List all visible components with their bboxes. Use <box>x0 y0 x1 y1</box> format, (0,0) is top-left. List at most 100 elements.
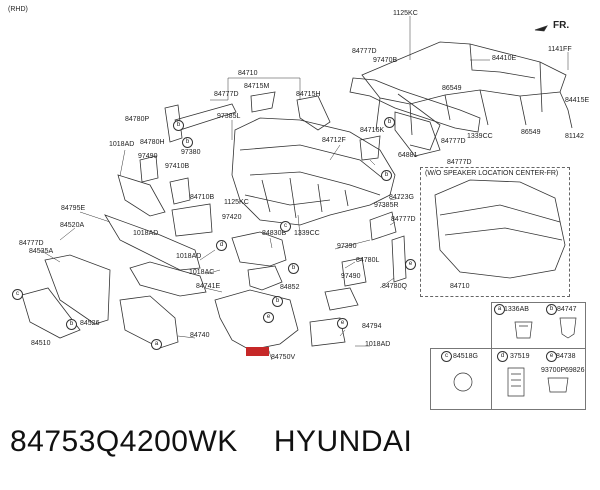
reference-letter-circle: b <box>384 117 395 128</box>
part-callout: 1018AD <box>109 141 135 148</box>
part-callout: 1125KC <box>224 199 249 206</box>
part-callout: 84780Q <box>382 283 407 290</box>
part-callout: 1125KC <box>393 10 418 17</box>
part-callout: 97470B <box>373 57 398 64</box>
reference-letter-circle: b <box>66 319 77 330</box>
part-callout: 84747 <box>557 306 577 313</box>
clip-84747-icon <box>559 317 577 339</box>
part-callout: 84710 <box>238 70 258 77</box>
part-callout: 84535A <box>29 248 54 255</box>
clip-93700p-icon <box>547 377 569 393</box>
part-callout: 84520A <box>60 222 85 229</box>
part-callout: 84777D <box>447 159 472 166</box>
part-callout: 86549 <box>521 129 541 136</box>
part-callout: 84710B <box>190 194 215 201</box>
reference-letter-circle: c <box>441 351 452 362</box>
part-callout: 84510 <box>31 340 51 347</box>
part-callout: 1018AD <box>176 253 202 260</box>
reference-letter-circle: a <box>151 339 162 350</box>
part-callout: 64881 <box>398 152 418 159</box>
part-callout: 84794 <box>362 323 382 330</box>
part-callout: 1018AD <box>133 230 159 237</box>
part-callout: 97410B <box>165 163 190 170</box>
part-callout: 1018AC <box>189 269 215 276</box>
part-callout: 37519 <box>510 353 530 360</box>
part-callout: 97390 <box>337 243 357 250</box>
part-caption: 84753Q4200WK HYUNDAI <box>10 425 412 459</box>
part-callout: 1018AD <box>365 341 391 348</box>
reference-letter-circle: e <box>405 259 416 270</box>
reference-letter-circle: d <box>216 240 227 251</box>
part-callout: 97380 <box>181 149 201 156</box>
part-callout: 84852 <box>280 284 300 291</box>
part-callout: 1141FF <box>548 46 572 53</box>
clip-1336ab-icon <box>514 321 533 339</box>
inset-title: (W/O SPEAKER LOCATION CENTER-FR) <box>425 170 559 177</box>
part-callout: 84777D <box>214 91 239 98</box>
part-callout: 84750V <box>271 354 296 361</box>
highlighted-part-marker <box>246 347 269 356</box>
part-callout: 84710 <box>450 283 470 290</box>
cowl-cross-bar <box>361 41 567 105</box>
part-callout: 84780P <box>125 116 150 123</box>
part-callout: 1339CC <box>294 230 320 237</box>
part-callout: 69826 <box>565 367 585 374</box>
part-callout: 1336AB <box>504 306 529 313</box>
speaker-variant-inset: (W/O SPEAKER LOCATION CENTER-FR) <box>420 167 570 297</box>
part-callout: 97490 <box>341 273 361 280</box>
part-callout: 84715H <box>296 91 321 98</box>
part-callout: 84738 <box>556 353 576 360</box>
crash-pad-main <box>231 117 396 226</box>
part-callout: 84777D <box>352 48 377 55</box>
reference-letter-circle: b <box>182 137 193 148</box>
reference-letter-circle: b <box>173 120 184 131</box>
part-callout: 84518G <box>453 353 478 360</box>
part-callout: 84716K <box>360 127 385 134</box>
reference-letter-circle: c <box>280 221 291 232</box>
part-callout: 84415E <box>565 97 590 104</box>
part-callout: 97385R <box>374 202 399 209</box>
inset-crash-pad <box>434 179 566 279</box>
part-callout: 84723G <box>389 194 414 201</box>
hardware-legend-bottom <box>430 348 586 410</box>
exploded-view-drawing <box>21 16 577 397</box>
part-callout: 84712F <box>322 137 346 144</box>
front-direction-label: FR. <box>553 20 570 31</box>
reference-letter-circle: d <box>497 351 508 362</box>
part-callout: 84715M <box>244 83 270 90</box>
part-number: 84753Q4200WK <box>10 425 238 458</box>
part-callout: 84741E <box>196 283 221 290</box>
part-callout: 84830B <box>262 230 287 237</box>
steering-side-label: (RHD) <box>8 6 28 13</box>
brand-name: HYUNDAI <box>273 425 413 458</box>
pad-37519-icon <box>507 367 525 397</box>
reference-letter-circle: c <box>12 289 23 300</box>
reference-letter-circle: b <box>288 263 299 274</box>
air-duct <box>349 77 481 133</box>
reference-letter-circle: a <box>494 304 505 315</box>
part-callout: 84780L <box>356 257 380 264</box>
part-callout: 1339CC <box>467 133 493 140</box>
part-callout: 84795E <box>61 205 86 212</box>
part-callout: 86549 <box>442 85 462 92</box>
reference-letter-circle: e <box>546 351 557 362</box>
part-callout: 84777D <box>19 240 44 247</box>
reference-letter-circle: b <box>272 296 283 307</box>
part-callout: 84526 <box>80 320 100 327</box>
clip-84518g-icon <box>453 372 473 392</box>
part-callout: 84777D <box>391 216 416 223</box>
reference-letter-circle: b <box>381 170 392 181</box>
reference-letter-circle: e <box>263 312 274 323</box>
part-callout: 84410E <box>492 55 517 62</box>
part-callout: 84777D <box>441 138 466 145</box>
front-arrow-icon <box>534 25 548 32</box>
part-callout: 84740 <box>190 332 210 339</box>
part-callout: 93700P <box>541 367 566 374</box>
part-callout: 84780H <box>140 139 165 146</box>
part-callout: 81142 <box>565 133 584 140</box>
part-callout: 97385L <box>217 113 241 120</box>
part-callout: 97490 <box>138 153 158 160</box>
part-callout: 97420 <box>222 214 242 221</box>
reference-letter-circle: e <box>337 318 348 329</box>
reference-letter-circle: b <box>546 304 557 315</box>
